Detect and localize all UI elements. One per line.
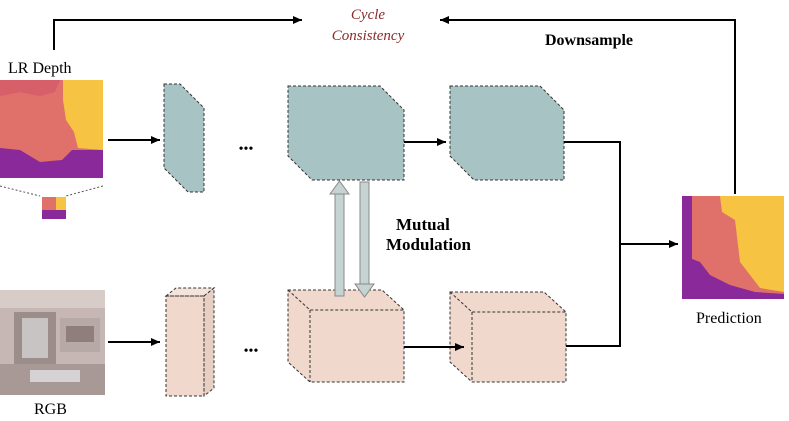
rgb-ellipsis: ••• (244, 344, 259, 359)
cycle-consistency-label-line2: Consistency (332, 28, 405, 44)
mutual-modulation-label-line1: Mutual (396, 215, 450, 234)
depth-feature-block-3 (449, 85, 565, 181)
lr-depth-label: LR Depth (8, 60, 72, 77)
rgb-image (0, 290, 105, 395)
rgb-feature-block-1 (164, 286, 216, 398)
lr-depth-image (0, 80, 104, 197)
rgb-feature-block-2 (287, 289, 405, 383)
mutual-modulation-arrows (329, 180, 375, 298)
cycle-consistency-label-line1: Cycle (351, 7, 385, 23)
lr-depth-thumbnail (42, 197, 66, 219)
depth-ellipsis: ••• (239, 142, 254, 157)
downsample-label: Downsample (545, 32, 633, 49)
prediction-image (682, 196, 784, 299)
flow-arrows (53, 16, 736, 351)
depth-feature-block-1 (163, 83, 205, 193)
mutual-modulation-label-line2: Modulation (386, 235, 472, 254)
depth-feature-block-2 (287, 85, 405, 181)
rgb-label: RGB (34, 401, 67, 418)
prediction-label: Prediction (696, 310, 762, 327)
rgb-feature-block-3 (449, 291, 567, 383)
